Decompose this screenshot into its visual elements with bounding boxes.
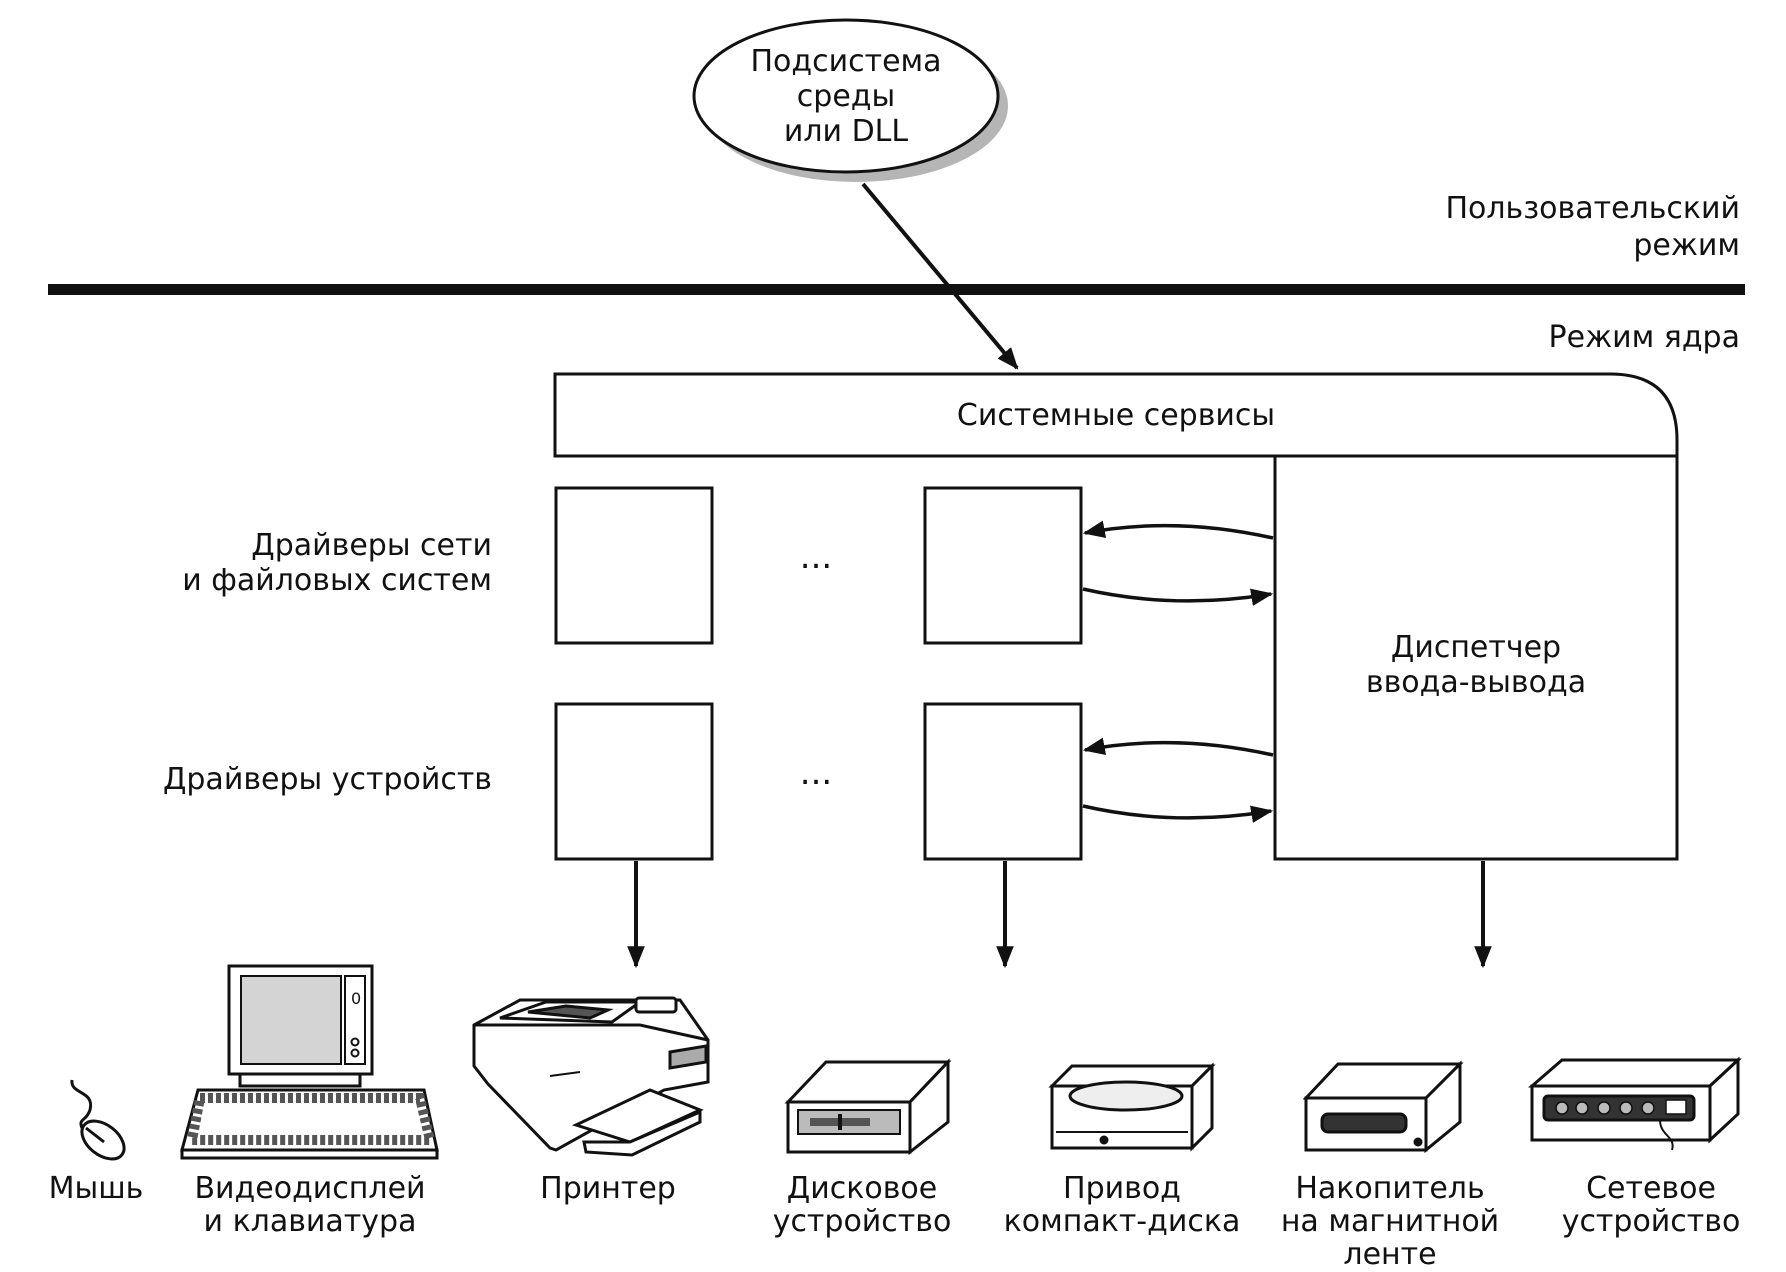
mouse-icon <box>70 1079 126 1161</box>
user-mode-label: Пользовательский режим <box>1340 190 1740 264</box>
io-to-device-driver-arrow <box>1082 737 1274 757</box>
device-drivers-ellipsis: ... <box>799 753 833 793</box>
svg-text:0: 0 <box>351 989 361 1008</box>
device-label-network: Сетевое устройство <box>1546 1172 1756 1238</box>
subsystem-label: Подсистема среды или DLL <box>716 44 976 149</box>
io-manager-label: Диспетчер ввода-вывода <box>1275 630 1677 700</box>
device-label-line: Сетевое <box>1586 1171 1716 1206</box>
device-label-line: компакт-диска <box>1003 1204 1241 1239</box>
device-label-mouse: Мышь <box>36 1172 156 1205</box>
subsystem-ellipse <box>692 18 1000 174</box>
device-label-line: Принтер <box>540 1171 676 1206</box>
network-driver-box-1 <box>554 486 714 645</box>
io-manager-label-line: Диспетчер <box>1390 630 1562 665</box>
device-label-display-keyboard: Видеодисплей и клавиатура <box>180 1172 440 1238</box>
network-fs-drivers-label-line: и файловых систем <box>182 563 492 598</box>
device-label-line: Видеодисплей <box>194 1171 426 1206</box>
system-services-outline <box>553 372 1679 458</box>
monitor-keyboard-icon: 0 <box>180 964 439 1160</box>
network-fs-drivers-label: Драйверы сети и файловых систем <box>60 528 492 598</box>
device-label-line: Накопитель <box>1295 1171 1485 1206</box>
io-to-network-driver-arrow <box>1082 520 1274 540</box>
tape-drive-icon <box>1302 1060 1464 1154</box>
subsystem-label-line: среды <box>796 79 896 114</box>
device-label-printer: Принтер <box>518 1172 698 1205</box>
device-label-line: устройство <box>1561 1204 1741 1239</box>
io-manager-box <box>1273 454 1679 861</box>
device-label-line: на магнитной <box>1280 1204 1500 1239</box>
device-label-line: Мышь <box>48 1171 144 1206</box>
device-label-line: Привод <box>1063 1171 1181 1206</box>
device-label-line: Дисковое <box>786 1171 938 1206</box>
network-fs-drivers-label-line: Драйверы сети <box>251 528 492 563</box>
subsystem-label-line: или DLL <box>783 114 909 149</box>
device-driver-to-io-arrow <box>1082 804 1274 823</box>
user-mode-label-line: Пользовательский <box>1445 191 1740 226</box>
device-label-line: ленте <box>1343 1237 1437 1272</box>
disk-drive-icon <box>784 1058 952 1156</box>
subsystem-label-line: Подсистема <box>750 44 942 79</box>
network-driver-box-2 <box>923 486 1083 645</box>
network-device-icon <box>1527 1056 1742 1151</box>
device-driver-box-2 <box>923 702 1083 861</box>
cd-drive-icon <box>1048 1062 1216 1152</box>
printer-icon <box>472 996 710 1157</box>
network-drivers-ellipsis: ... <box>799 537 833 577</box>
mode-divider <box>48 284 1745 295</box>
device-label-line: устройство <box>772 1204 952 1239</box>
device-label-tape: Накопитель на магнитной ленте <box>1270 1172 1510 1271</box>
device-label-line: и клавиатура <box>203 1204 417 1239</box>
network-driver-to-io-arrow <box>1082 587 1274 606</box>
device-driver-box-1 <box>554 702 714 861</box>
user-mode-label-line: режим <box>1633 228 1740 263</box>
system-services-label: Системные сервисы <box>956 398 1276 433</box>
device-drivers-label: Драйверы устройств <box>162 762 492 797</box>
io-manager-label-line: ввода-вывода <box>1365 665 1587 700</box>
subsystem-to-services-arrow <box>861 182 1019 370</box>
kernel-mode-label: Режим ядра <box>1548 320 1740 355</box>
device-label-disk: Дисковое устройство <box>752 1172 972 1238</box>
device-label-cd: Привод компакт-диска <box>992 1172 1252 1238</box>
